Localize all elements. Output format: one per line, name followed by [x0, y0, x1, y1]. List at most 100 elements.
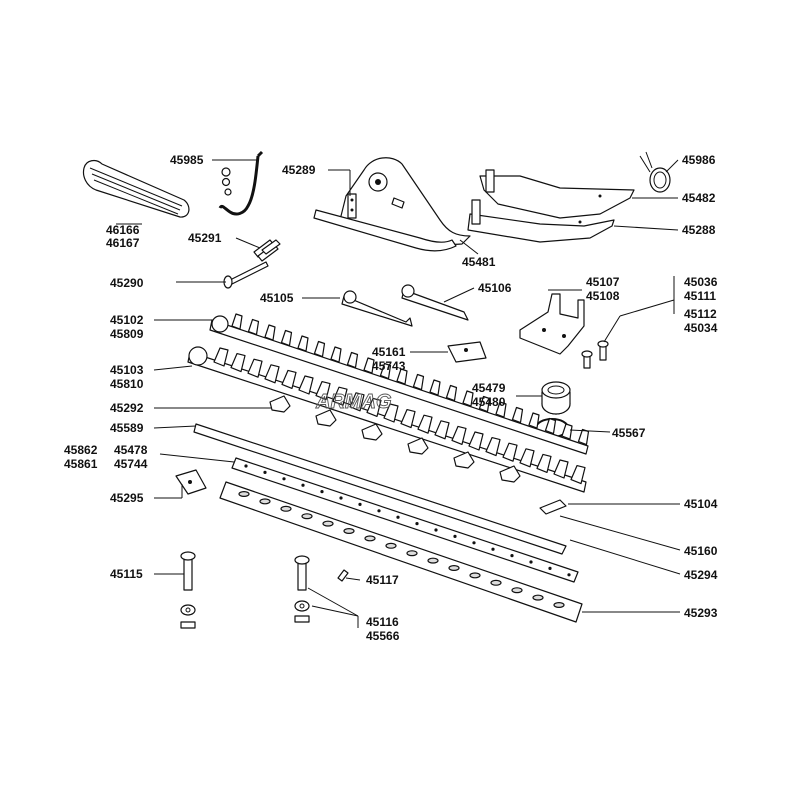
- label-45478: 45478: [114, 443, 148, 457]
- knife-section: [570, 465, 586, 485]
- knife-section: [400, 409, 416, 429]
- bar-slot: [469, 572, 481, 579]
- knife-section: [468, 431, 484, 451]
- bar-hole: [548, 566, 552, 571]
- bar-hole: [320, 490, 324, 494]
- coil-spring-part: [253, 239, 281, 262]
- bar-slot: [427, 557, 439, 564]
- knife-section: [330, 346, 342, 363]
- label-45567: 45567: [612, 426, 646, 440]
- knife-section: [544, 417, 557, 435]
- outer-shoe-part: [467, 169, 635, 243]
- knife-section: [297, 335, 309, 352]
- label-45480: 45480: [472, 395, 506, 409]
- knife-section: [478, 395, 491, 413]
- knife-section: [383, 403, 399, 423]
- bar-hole: [339, 496, 343, 500]
- knife-section: [553, 459, 569, 479]
- knife-section: [511, 406, 524, 424]
- bar-hole: [396, 515, 400, 519]
- base-bar-slots: [238, 491, 565, 608]
- label-45290: 45290: [110, 276, 144, 290]
- label-45161: 45161: [372, 345, 406, 359]
- hook-spring-part: [218, 150, 264, 216]
- bar-hole: [567, 573, 571, 577]
- hold-down-clip-part: [539, 499, 567, 515]
- knife-section: [213, 347, 229, 367]
- inner-shoe-part: [313, 157, 471, 252]
- knife-sections-upper: [231, 313, 590, 446]
- label-45105: 45105: [260, 291, 294, 305]
- label-45291: 45291: [188, 231, 222, 245]
- label-45108: 45108: [586, 289, 620, 303]
- leader-lines: [116, 159, 681, 628]
- label-45103: 45103: [110, 363, 144, 377]
- knife-section: [434, 420, 450, 440]
- finger-guard: [407, 437, 429, 455]
- bar-hole: [377, 509, 381, 513]
- knife-section: [298, 375, 314, 395]
- knife-section: [346, 351, 359, 369]
- finger-guard: [453, 451, 475, 469]
- small-spring-part: [639, 151, 671, 193]
- watermark-logo: ARMAG: [315, 391, 392, 413]
- label-45809: 45809: [110, 327, 144, 341]
- label-45861: 45861: [64, 457, 98, 471]
- label-45036: 45036: [684, 275, 718, 289]
- label-45294: 45294: [684, 568, 718, 582]
- label-45482: 45482: [682, 191, 716, 205]
- knife-section: [561, 423, 573, 440]
- knife-section: [502, 442, 518, 462]
- knife-guide-bracket-part: [519, 293, 585, 355]
- label-45106: 45106: [478, 281, 512, 295]
- label-45117: 45117: [366, 573, 399, 587]
- bar-slot: [448, 564, 460, 571]
- label-45289: 45289: [282, 163, 316, 177]
- label-45288: 45288: [682, 223, 716, 237]
- label-45112: 45112: [684, 307, 717, 321]
- finger-guard: [269, 395, 291, 413]
- wear-strip-part: [193, 423, 567, 555]
- label-46167: 46167: [106, 236, 140, 250]
- label-45862: 45862: [64, 443, 98, 457]
- label-45810: 45810: [110, 377, 144, 391]
- label-45034: 45034: [684, 321, 718, 335]
- label-45589: 45589: [110, 421, 144, 435]
- link-arms-part: [341, 284, 469, 327]
- bar-hole: [491, 547, 495, 551]
- knife-section: [519, 448, 535, 468]
- bar-slot: [364, 535, 376, 542]
- label-45160: 45160: [684, 544, 718, 558]
- bar-hole: [510, 554, 514, 558]
- small-plate-part: [447, 341, 487, 363]
- knife-bar-upper-part: [209, 315, 589, 455]
- label-45479: 45479: [472, 381, 506, 395]
- label-45116: 45116: [366, 615, 399, 629]
- grease-nipple-part: [337, 569, 349, 582]
- bar-slot: [553, 601, 565, 608]
- knife-section: [495, 401, 507, 418]
- knife-section: [577, 428, 590, 446]
- knife-section: [315, 381, 331, 401]
- label-45115: 45115: [110, 567, 143, 581]
- label-45104: 45104: [684, 497, 718, 511]
- bar-slot: [532, 594, 544, 601]
- bushing-part: [541, 381, 571, 415]
- label-45102: 45102: [110, 313, 144, 327]
- bar-slot: [259, 498, 271, 505]
- bar-slot: [238, 491, 250, 498]
- bar-hole: [472, 541, 476, 545]
- knife-section: [247, 318, 260, 336]
- label-45566: 45566: [366, 629, 400, 643]
- bar-hole: [282, 477, 286, 481]
- knife-section: [281, 369, 297, 389]
- knife-section: [462, 390, 474, 407]
- knife-section: [332, 386, 348, 406]
- finger-guard: [315, 409, 337, 427]
- finger-guard: [499, 465, 521, 483]
- knife-section: [264, 324, 276, 341]
- knife-section: [313, 340, 326, 358]
- bar-hole: [415, 522, 419, 526]
- knife-section: [349, 392, 365, 412]
